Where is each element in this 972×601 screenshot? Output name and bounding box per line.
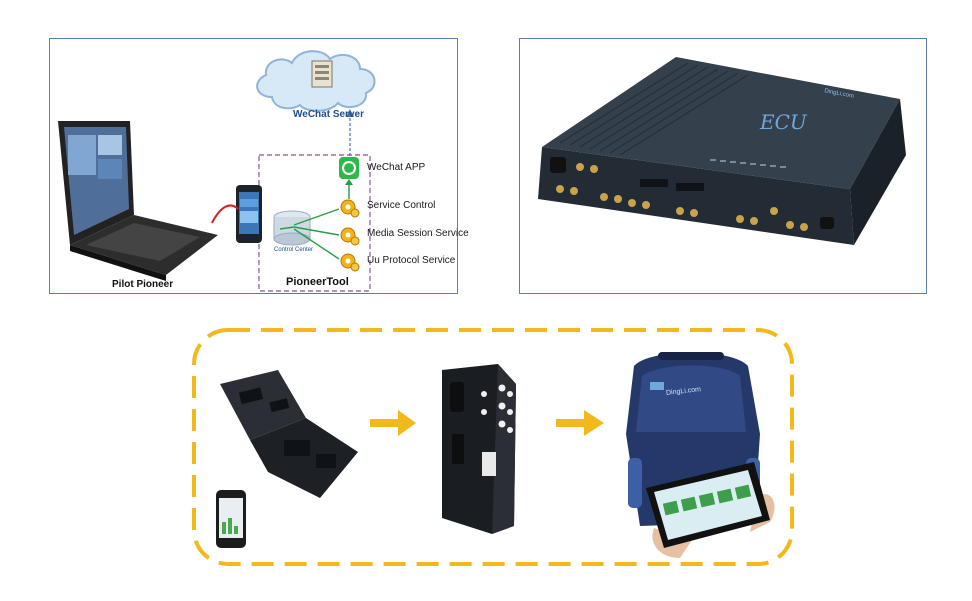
control-arrows — [279, 208, 340, 260]
device-logo-mark: ECU — [759, 110, 808, 134]
tool-label: PioneerTool — [286, 276, 349, 288]
app-label: WeChat APP — [367, 162, 426, 173]
architecture-diagram — [58, 50, 376, 292]
smartphone-icon — [236, 185, 262, 243]
workflow-panel: DingLi.com — [180, 322, 803, 569]
workflow-arrow-2 — [556, 410, 604, 436]
media-session-label: Media Session Service — [367, 228, 469, 239]
usb-cable — [211, 204, 239, 224]
device-panel: ECU — [519, 38, 927, 294]
service-control-label: Service Control — [367, 200, 436, 211]
laptop-label: Pilot Pioneer — [112, 279, 174, 290]
uu-protocol-label: Uu Protocol Service — [367, 255, 456, 266]
mobile-phone-icon — [216, 490, 246, 548]
device-front — [538, 147, 854, 245]
tablet-icon — [646, 462, 775, 558]
database-icon — [273, 210, 311, 246]
laptop-icon — [58, 121, 218, 281]
wechat-app-icon — [339, 157, 359, 179]
gear-icon-uu-protocol — [340, 253, 360, 272]
device-top — [542, 57, 900, 189]
device-side — [850, 99, 906, 245]
gear-icon-service-control — [340, 199, 360, 218]
device-ports — [550, 157, 834, 231]
device-image: ECU — [538, 57, 906, 245]
workflow-diagram — [192, 328, 794, 566]
workflow-dashed-frame — [192, 328, 794, 566]
server-icon — [311, 60, 333, 88]
cloud-label: WeChat Server — [293, 109, 364, 120]
device-vents — [559, 62, 749, 156]
arrowhead-up — [346, 109, 354, 117]
gear-icon-media-session — [340, 227, 360, 246]
architecture-panel: WeChat Server WeChat APP Service Control… — [49, 38, 469, 294]
control-center-label: Control Center — [274, 247, 314, 253]
carry-case-icon — [220, 370, 358, 498]
workflow-arrow-1 — [370, 410, 416, 436]
portable-box-icon — [442, 364, 516, 534]
